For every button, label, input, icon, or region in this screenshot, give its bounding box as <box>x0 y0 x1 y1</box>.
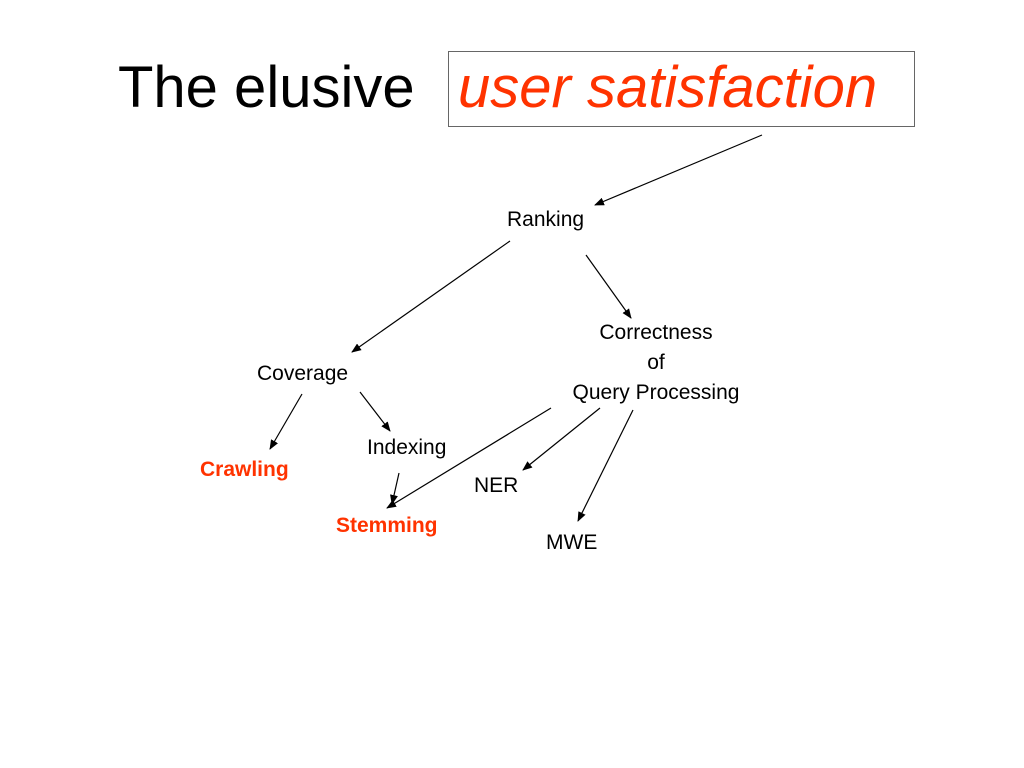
edge-ranking-correctness <box>585 254 632 319</box>
edge-coverage-indexing <box>359 391 391 432</box>
node-coverage: Coverage <box>257 362 349 385</box>
node-mwe: MWE <box>546 531 598 554</box>
title-prefix: The elusive <box>118 55 415 120</box>
edge-ranking-coverage <box>351 240 511 353</box>
node-ranking: Ranking <box>507 208 585 231</box>
node-crawling: Crawling <box>200 458 289 481</box>
page-title: The elusive <box>118 50 415 126</box>
node-correctness: Correctness of Query Processing <box>548 318 764 408</box>
node-indexing: Indexing <box>367 436 447 459</box>
title-highlight-box <box>448 51 915 127</box>
edge-correctness-stemming <box>386 407 552 509</box>
edge-indexing-stemming <box>390 472 400 505</box>
node-stemming: Stemming <box>336 514 438 537</box>
node-correctness-line1: Correctness <box>599 321 713 344</box>
edge-correctness-mwe <box>577 409 634 522</box>
edge-correctness-ner <box>522 407 601 471</box>
node-correctness-line2: of <box>647 351 665 374</box>
edge-coverage-crawling <box>269 393 303 450</box>
edge-satisfaction-ranking <box>594 134 763 206</box>
node-correctness-line3: Query Processing <box>572 381 740 404</box>
title-highlight: user satisfaction <box>458 55 878 120</box>
node-ner: NER <box>474 474 519 497</box>
